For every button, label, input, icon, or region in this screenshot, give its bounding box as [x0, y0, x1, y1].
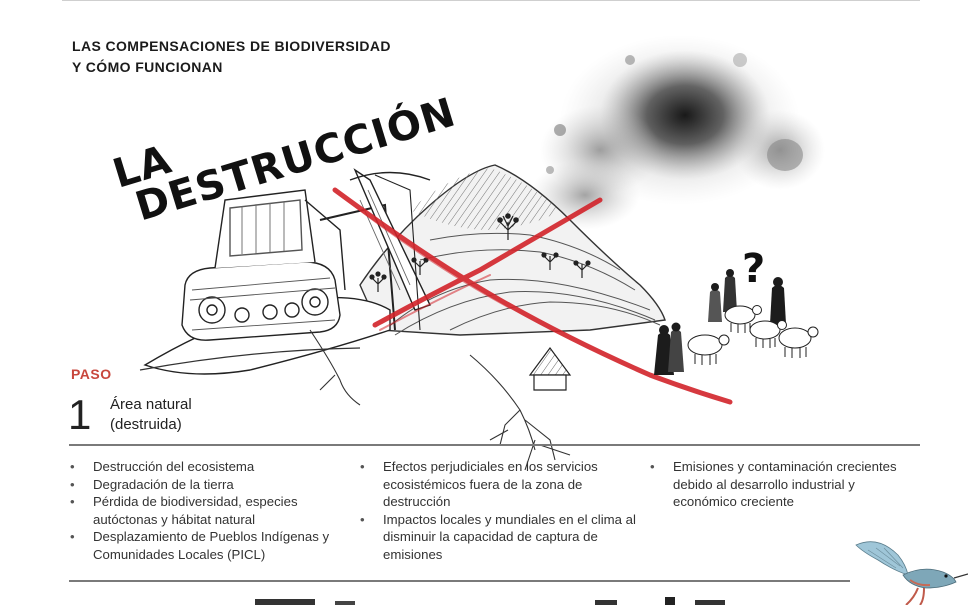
step-text-line-1: Área natural	[110, 396, 192, 413]
list-item: Impactos locales y mundiales en el clima…	[360, 511, 640, 564]
bulldozer	[143, 168, 431, 375]
red-cross-mark	[332, 187, 733, 405]
hummingbird-illustration	[855, 541, 968, 605]
smoke-cloud	[530, 35, 825, 230]
bottom-divider	[69, 580, 850, 582]
list-item: Degradación de la tierra	[70, 476, 355, 494]
question-mark: ?	[742, 246, 765, 292]
list-item: Efectos perjudiciales en los servicios e…	[360, 458, 640, 511]
step-label: PASO	[71, 366, 112, 382]
sheep-flock	[687, 305, 819, 365]
step-text-line-2: (destruida)	[110, 416, 182, 433]
impact-list-column-2: Efectos perjudiciales en los servicios e…	[360, 458, 640, 564]
cabin	[528, 346, 572, 391]
list-item: Pérdida de biodiversidad, especies autóc…	[70, 493, 355, 528]
people-group	[654, 269, 786, 375]
top-rule	[62, 0, 920, 1]
list-item: Emisiones y contaminación crecientes deb…	[650, 458, 910, 511]
section-header: LAS COMPENSACIONES DE BIODIVERSIDAD Y CÓ…	[72, 36, 492, 78]
step-description: Área natural (destruida)	[110, 395, 280, 435]
impact-list-column-1: Destrucción del ecosistema Degradación d…	[70, 458, 355, 564]
section-divider	[69, 444, 920, 446]
next-section-peek	[255, 597, 725, 605]
roots	[309, 329, 571, 471]
destruction-illustration: ?	[139, 35, 825, 471]
impact-list-column-3: Emisiones y contaminación crecientes deb…	[650, 458, 910, 511]
list-item: Destrucción del ecosistema	[70, 458, 355, 476]
header-line-2: Y CÓMO FUNCIONAN	[72, 59, 223, 75]
list-item: Desplazamiento de Pueblos Indígenas y Co…	[70, 528, 355, 563]
step-number: 1	[68, 391, 92, 438]
header-line-1: LAS COMPENSACIONES DE BIODIVERSIDAD	[72, 38, 391, 54]
